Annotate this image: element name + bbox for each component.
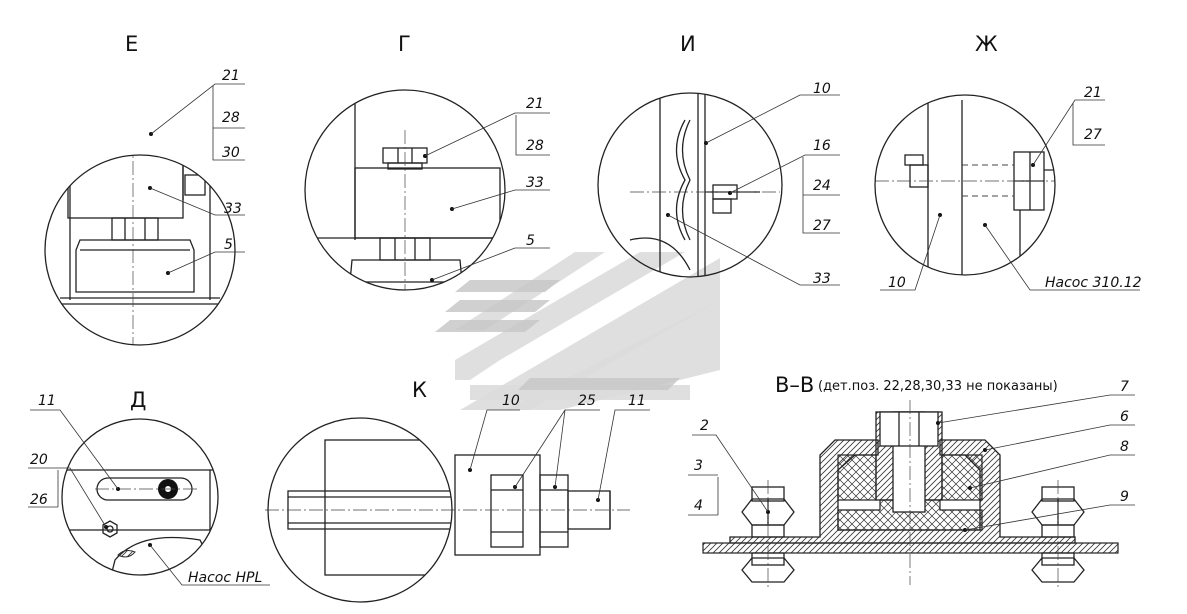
label-i-27: 27 xyxy=(813,218,831,234)
label-d-pump: Насос HPL xyxy=(188,570,262,586)
label-g-33: 33 xyxy=(526,175,544,191)
label-vv-3: 3 xyxy=(694,458,703,474)
label-g-5: 5 xyxy=(526,233,535,249)
label-i-10: 10 xyxy=(813,81,831,97)
label-vv-9: 9 xyxy=(1120,489,1129,505)
view-ZH: Ж 21 27 10 Насос 310.12 xyxy=(874,32,1142,291)
view-E-title: Е xyxy=(125,32,138,56)
label-zh-21: 21 xyxy=(1084,85,1102,101)
label-vv-7: 7 xyxy=(1120,379,1129,395)
label-i-24: 24 xyxy=(813,178,831,194)
view-I: И 10 16 24 27 33 xyxy=(597,32,840,287)
section-VV-title: В–В xyxy=(775,373,814,397)
label-zh-pump: Насос 310.12 xyxy=(1045,275,1142,291)
section-VV-note: (дет.поз. 22,28,30,33 не показаны) xyxy=(818,379,1058,394)
label-g-28: 28 xyxy=(526,138,544,154)
section-VV: В–В (дет.поз. 22,28,30,33 не показаны) xyxy=(688,373,1135,590)
view-I-title: И xyxy=(680,32,696,56)
label-g-21: 21 xyxy=(526,96,544,112)
label-i-16: 16 xyxy=(813,138,831,154)
label-vv-4: 4 xyxy=(694,498,703,514)
label-i-33: 33 xyxy=(813,271,831,287)
label-zh-27: 27 xyxy=(1084,127,1102,143)
view-K-title: К xyxy=(412,378,427,402)
view-G-title: Г xyxy=(398,32,411,56)
label-vv-6: 6 xyxy=(1120,409,1129,425)
view-ZH-title: Ж xyxy=(975,32,998,56)
label-k-25: 25 xyxy=(578,393,596,409)
label-k-10: 10 xyxy=(502,393,520,409)
view-D-title: Д xyxy=(130,388,146,412)
label-e-28: 28 xyxy=(222,110,240,126)
view-D: Д 11 20 26 Насос HPL xyxy=(28,388,270,586)
label-vv-8: 8 xyxy=(1120,439,1129,455)
label-e-33: 33 xyxy=(224,201,242,217)
label-k-11: 11 xyxy=(628,393,646,409)
label-d-20: 20 xyxy=(30,452,48,468)
label-e-30: 30 xyxy=(222,145,240,161)
watermark-logo xyxy=(435,252,720,410)
view-G: Г 21 28 33 5 xyxy=(304,32,550,291)
view-K: К 10 25 11 xyxy=(265,378,650,603)
label-vv-2: 2 xyxy=(700,418,709,434)
label-zh-10: 10 xyxy=(888,275,906,291)
label-e-21: 21 xyxy=(222,68,240,84)
label-e-5: 5 xyxy=(224,237,233,253)
view-E: Е 2 xyxy=(44,32,245,346)
label-d-26: 26 xyxy=(30,492,48,508)
label-d-11: 11 xyxy=(38,393,56,409)
